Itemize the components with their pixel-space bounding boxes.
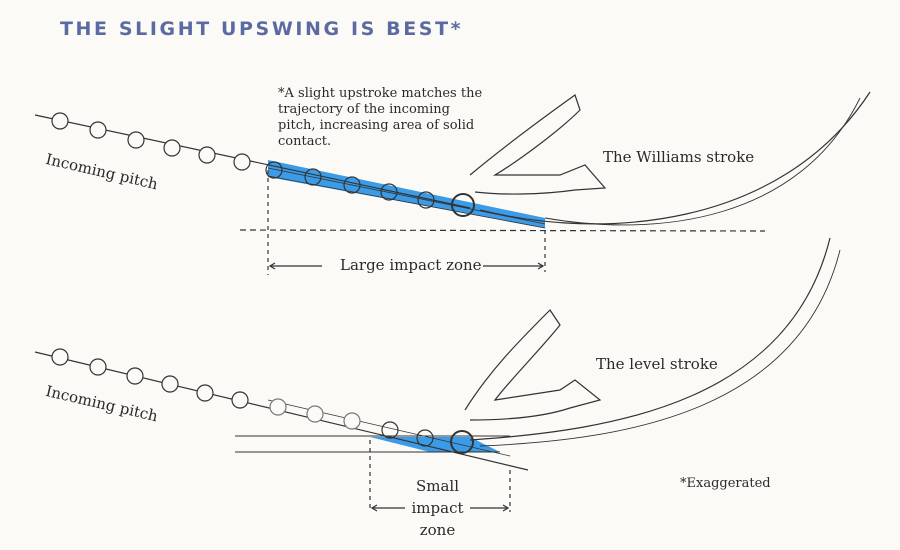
small-zone-label-line-2: impact (411, 499, 464, 517)
upstroke-note: *A slight upstroke matches the trajector… (278, 86, 483, 149)
page-title: THE SLIGHT UPSWING IS BEST* (60, 18, 464, 40)
small-zone-label-line-3: zone (419, 521, 456, 539)
williams-stroke-label: The Williams stroke (603, 148, 755, 166)
bottom-bat-end (450, 430, 474, 454)
level-swing-arc (469, 237, 831, 441)
large-impact-zone-label: Large impact zone (340, 256, 482, 274)
small-zone-label-line-1: Small (415, 477, 460, 495)
top-level-dashed-line (239, 229, 766, 232)
small-impact-zone-label: Small impact zone (400, 475, 475, 541)
level-stroke-label: The level stroke (596, 355, 718, 373)
bottom-balls (51, 348, 474, 454)
top-bat-end (451, 193, 475, 217)
top-balls (51, 112, 475, 217)
small-impact-zone-band (370, 437, 500, 452)
level-arms (464, 309, 602, 421)
williams-swing-arc (479, 91, 871, 225)
exaggerated-footnote: *Exaggerated (680, 476, 771, 491)
williams-arms (469, 94, 607, 195)
